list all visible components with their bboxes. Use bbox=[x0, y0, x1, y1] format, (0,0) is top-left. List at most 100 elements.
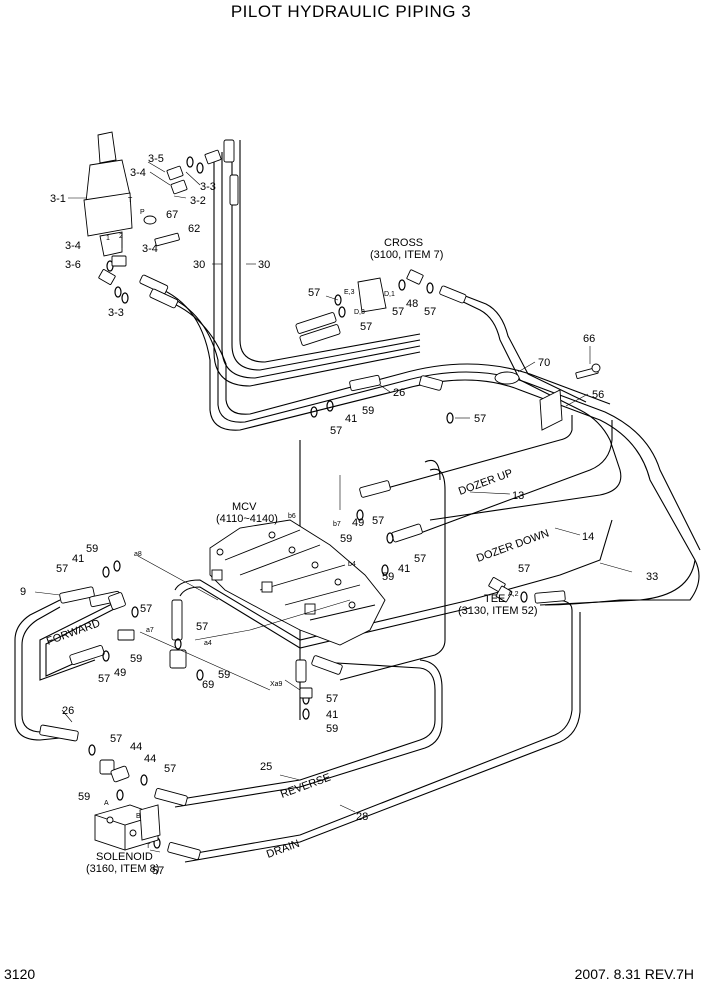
callout-59-c: 59 bbox=[382, 571, 394, 583]
callout-48: 48 bbox=[406, 298, 418, 310]
solenoid-port-b: B bbox=[136, 813, 141, 820]
callout-3-3-b: 3-3 bbox=[108, 307, 124, 319]
callout-57-c: 57 bbox=[392, 306, 404, 318]
callout-41: 41 bbox=[345, 413, 357, 425]
tee-label: TEE bbox=[484, 593, 505, 605]
callout-56: 56 bbox=[592, 389, 604, 401]
port-xa9: Xa9 bbox=[270, 681, 283, 688]
callout-3-5: 3-5 bbox=[148, 153, 164, 165]
callout-33: 33 bbox=[646, 571, 658, 583]
callout-59-g: 59 bbox=[326, 723, 338, 735]
callout-57-h: 57 bbox=[414, 553, 426, 565]
solenoid-port-t: T bbox=[146, 843, 151, 850]
callout-62: 62 bbox=[188, 223, 200, 235]
callout-57-j: 57 bbox=[140, 603, 152, 615]
callout-26-b: 26 bbox=[62, 705, 74, 717]
callout-41-b: 41 bbox=[398, 563, 410, 575]
callout-70: 70 bbox=[538, 357, 550, 369]
pipe-bundle bbox=[14, 140, 701, 863]
callout-9: 9 bbox=[20, 586, 26, 598]
callout-44-b: 44 bbox=[144, 753, 156, 765]
callout-69: 69 bbox=[202, 679, 214, 691]
callout-3-2: 3-2 bbox=[190, 195, 206, 207]
port-a2: A,2 bbox=[508, 591, 519, 598]
joystick-port-2: 2 bbox=[119, 233, 123, 240]
callout-14: 14 bbox=[582, 531, 594, 543]
mcv-label: MCV bbox=[232, 501, 257, 513]
callout-3-4-c: 3-4 bbox=[142, 243, 158, 255]
callout-57-b: 57 bbox=[360, 321, 372, 333]
port-b4: b4 bbox=[348, 561, 356, 568]
callout-57-f: 57 bbox=[474, 413, 486, 425]
callout-57-m: 57 bbox=[518, 563, 530, 575]
callout-57-p: 57 bbox=[164, 763, 176, 775]
solenoid-valve bbox=[94, 804, 161, 851]
page-number: 3120 bbox=[4, 966, 36, 982]
callout-57-e: 57 bbox=[330, 425, 342, 437]
callout-30-b: 30 bbox=[258, 259, 270, 271]
callout-66: 66 bbox=[583, 333, 595, 345]
callout-41-d: 41 bbox=[326, 709, 338, 721]
callout-49-b: 49 bbox=[114, 667, 126, 679]
callout-44: 44 bbox=[130, 741, 142, 753]
joystick-port-p: P bbox=[140, 209, 145, 216]
leader-lines bbox=[34, 161, 633, 853]
callout-57-k: 57 bbox=[196, 621, 208, 633]
revision-date: 2007. 8.31 REV.7H bbox=[574, 966, 694, 982]
port-a4: a4 bbox=[204, 640, 212, 647]
cross-reference: (3100, ITEM 7) bbox=[370, 249, 443, 261]
drain-label: DRAIN bbox=[265, 838, 301, 861]
callout-59-f: 59 bbox=[218, 669, 230, 681]
solenoid-port-a: A bbox=[104, 800, 109, 807]
mcv-reference: (4110~4140) bbox=[216, 513, 278, 525]
port-a8: a8 bbox=[134, 551, 142, 558]
tee-reference: (3130, ITEM 52) bbox=[458, 605, 537, 617]
port-b7: b7 bbox=[333, 521, 341, 528]
callout-59-d: 59 bbox=[86, 543, 98, 555]
joystick-port-t: T bbox=[128, 197, 133, 204]
callout-59-h: 59 bbox=[78, 791, 90, 803]
port-d1: D,1 bbox=[384, 291, 395, 298]
dozer-up-label: DOZER UP bbox=[457, 467, 515, 498]
cross-block bbox=[357, 269, 424, 313]
callout-3-6: 3-6 bbox=[65, 259, 81, 271]
cross-label: CROSS bbox=[384, 237, 423, 249]
port-e3: E,3 bbox=[344, 289, 355, 296]
callout-59-b: 59 bbox=[340, 533, 352, 545]
clamp-bracket bbox=[494, 363, 601, 431]
port-d3: D,3 bbox=[354, 309, 365, 316]
callout-59: 59 bbox=[362, 405, 374, 417]
callout-13: 13 bbox=[512, 490, 524, 502]
callout-67: 67 bbox=[166, 209, 178, 221]
callout-57-g: 57 bbox=[372, 515, 384, 527]
callout-3-4-b: 3-4 bbox=[65, 240, 81, 252]
callout-57-n: 57 bbox=[326, 693, 338, 705]
callout-57: 57 bbox=[308, 287, 320, 299]
port-labels: E,3 D,1 D,3 b6 b7 b4 a8 a7 a4 Xa9 A,2 A … bbox=[104, 197, 519, 850]
callout-30: 30 bbox=[193, 259, 205, 271]
callout-25: 25 bbox=[260, 761, 272, 773]
callout-57-l: 57 bbox=[98, 673, 110, 685]
joystick-valve bbox=[83, 131, 133, 257]
tee-fitting bbox=[488, 577, 513, 603]
callout-59-e: 59 bbox=[130, 653, 142, 665]
callout-57-q: 57 bbox=[152, 865, 164, 877]
forward-label: FORWARD bbox=[45, 617, 102, 648]
solenoid-label: SOLENOID bbox=[96, 851, 153, 863]
callout-49: 49 bbox=[352, 517, 364, 529]
solenoid-reference: (3160, ITEM 8) bbox=[86, 863, 159, 875]
callout-26: 26 bbox=[393, 387, 405, 399]
callout-57-d: 57 bbox=[424, 306, 436, 318]
callout-3-4: 3-4 bbox=[130, 167, 146, 179]
mcv-valve-block bbox=[209, 519, 386, 646]
callout-41-c: 41 bbox=[72, 553, 84, 565]
o-rings bbox=[88, 156, 528, 849]
callout-3-1: 3-1 bbox=[50, 193, 66, 205]
callout-3-3: 3-3 bbox=[200, 181, 216, 193]
callout-57-o: 57 bbox=[110, 733, 122, 745]
port-a7: a7 bbox=[146, 627, 154, 634]
callout-28: 28 bbox=[356, 811, 368, 823]
dozer-down-label: DOZER DOWN bbox=[475, 527, 551, 564]
reverse-label: REVERSE bbox=[279, 772, 333, 801]
